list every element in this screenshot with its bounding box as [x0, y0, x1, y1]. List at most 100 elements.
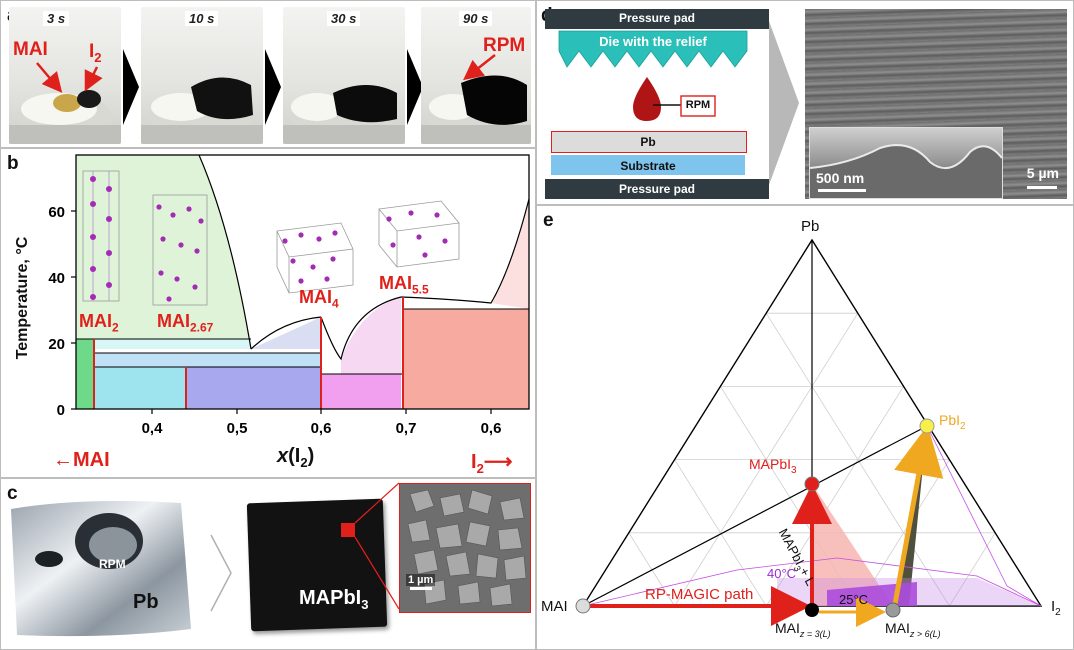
- y-tick-0: 0: [57, 402, 65, 419]
- crystal-structure-mai55: [378, 200, 460, 268]
- phase-label-mai4: MAI4: [299, 287, 339, 311]
- chevron-right-icon: [210, 534, 232, 612]
- scale-label-c: 1 µm: [406, 574, 436, 586]
- x-axis-label: x(I2): [277, 445, 315, 470]
- region-cyan-block: [94, 367, 186, 409]
- crystal-structure-mai2: [82, 170, 120, 302]
- pressure-pad-top: [545, 9, 769, 29]
- mapbi3-label: MAPbI3: [299, 587, 369, 612]
- x-tick-1: 0,4: [142, 420, 164, 437]
- panel-e-label: e: [543, 210, 554, 231]
- region-i2-liquid: [491, 199, 529, 309]
- pb-layer: [551, 131, 747, 153]
- die-relief: [558, 30, 748, 68]
- scale-bar-inset: [818, 189, 866, 192]
- process-arrow-d: [769, 21, 799, 185]
- sem-inset: 500 nm: [809, 127, 1003, 199]
- vial-90s-graphic: [421, 75, 531, 144]
- rpm-label-c: RPM: [99, 557, 126, 571]
- substrate-label: Substrate: [620, 159, 676, 173]
- rpm-arrow-a: [463, 54, 496, 81]
- panel-d: d Pressure pad Die with the relief RPM P…: [536, 0, 1074, 205]
- rpm-label-d: RPM: [685, 99, 711, 111]
- y-tick-60: 60: [48, 204, 65, 221]
- maiz3-label: MAIz = 3(L): [775, 620, 831, 639]
- i2-label: I2: [89, 41, 102, 65]
- y-tick-40: 40: [48, 270, 65, 287]
- region-mai55-liquid: [341, 297, 401, 377]
- pressure-pad-bottom: [545, 179, 769, 199]
- step-arrow-3: [407, 49, 423, 125]
- vertex-label-pb: Pb: [801, 218, 820, 235]
- panel-b: b Temperature, °C: [0, 148, 536, 478]
- rp-magic-path-label: RP-MAGIC path: [645, 586, 754, 603]
- point-pbi2: [919, 418, 935, 434]
- sem-inset-graphic: [809, 144, 1003, 198]
- region-band-top: [76, 339, 251, 349]
- ternary-diagram: [575, 238, 1043, 627]
- region-band-mid: [94, 353, 321, 367]
- point-mai: [575, 598, 591, 614]
- vial-photo-30s: [283, 7, 405, 144]
- vertex-label-i2: I2: [1051, 598, 1061, 618]
- sem-crystals-graphic: [407, 489, 527, 607]
- step-chevron-c: [209, 533, 233, 618]
- vial-10s-graphic: [141, 77, 263, 144]
- die-label: Die with the relief: [599, 34, 707, 49]
- vial-photo-3s: [9, 7, 121, 144]
- scale-bar-main: [1027, 186, 1057, 189]
- pb-layer-label: Pb: [640, 135, 656, 149]
- step-arrow-1: [123, 49, 139, 125]
- rpm-box: [680, 95, 716, 117]
- zoom-lines-c: [354, 482, 400, 610]
- x-tick-4: 0,7: [396, 420, 417, 437]
- region-40c: [777, 578, 1041, 606]
- region-mai4-liquid: [251, 317, 321, 349]
- region-violet-block: [186, 367, 321, 409]
- vial-3s-graphic: [9, 90, 121, 144]
- panel-b-label: b: [7, 153, 19, 174]
- mai-direction-label: ←MAI: [53, 449, 110, 471]
- pbi2-label: PbI2: [939, 412, 966, 432]
- temp-label-40c: 40°C: [767, 566, 797, 581]
- arrow-to-pbi2: [892, 425, 944, 605]
- sem-image-grating: 500 nm 5 µm: [805, 9, 1067, 199]
- phase-diagram: 0 20 40 60 0,4 0,5 0,6 0,7 0,6: [48, 154, 530, 437]
- scale-label-inset: 500 nm: [816, 170, 865, 186]
- time-label-10s: 10 s: [185, 11, 219, 26]
- region-magenta-block: [321, 374, 401, 409]
- temp-label-25c: 25°C: [839, 592, 869, 607]
- y-tick-20: 20: [48, 336, 65, 353]
- maiz6-label: MAIz > 6(L): [885, 620, 941, 639]
- panel-c: c RPM Pb MAPbI3 1: [0, 478, 536, 650]
- point-maiz6: [885, 602, 901, 618]
- time-label-90s: 90 s: [459, 11, 493, 26]
- panel-c-label: c: [7, 483, 18, 504]
- sample-marker: [341, 523, 355, 537]
- region-salmon-block: [403, 309, 529, 409]
- pressure-pad-top-label: Pressure pad: [618, 11, 696, 25]
- pb-foil-photo: [11, 501, 191, 637]
- rpm-label-a: RPM: [483, 35, 526, 56]
- crystal-structure-mai267: [152, 194, 208, 306]
- mapbi3-point-label: MAPbI3: [749, 456, 797, 476]
- rpm-droplet: [633, 77, 661, 121]
- phase-label-mai55: MAI5.5: [379, 273, 429, 297]
- panel-a: a 3 s MAI I2 10 s 30: [0, 0, 536, 148]
- pb-label: Pb: [133, 591, 159, 613]
- x-tick-3: 0,6: [311, 420, 332, 437]
- vial-30s-graphic: [283, 85, 405, 144]
- region-mapbi3-liquid: [812, 484, 893, 606]
- i2-direction-label: I2⟶: [471, 451, 513, 476]
- scale-bar-c: [410, 587, 432, 590]
- sem-image-crystals: 1 µm: [399, 483, 531, 613]
- panel-e: e: [536, 205, 1074, 650]
- crystal-structure-mai4: [276, 222, 354, 294]
- region-green-strip: [76, 339, 94, 409]
- time-label-30s: 30 s: [327, 11, 361, 26]
- step-arrow-2: [265, 49, 281, 125]
- die-diagram: [558, 30, 748, 121]
- pressure-pad-bottom-label: Pressure pad: [618, 182, 696, 196]
- time-label-3s: 3 s: [43, 11, 70, 26]
- phase-label-mai267: MAI2.67: [157, 311, 214, 335]
